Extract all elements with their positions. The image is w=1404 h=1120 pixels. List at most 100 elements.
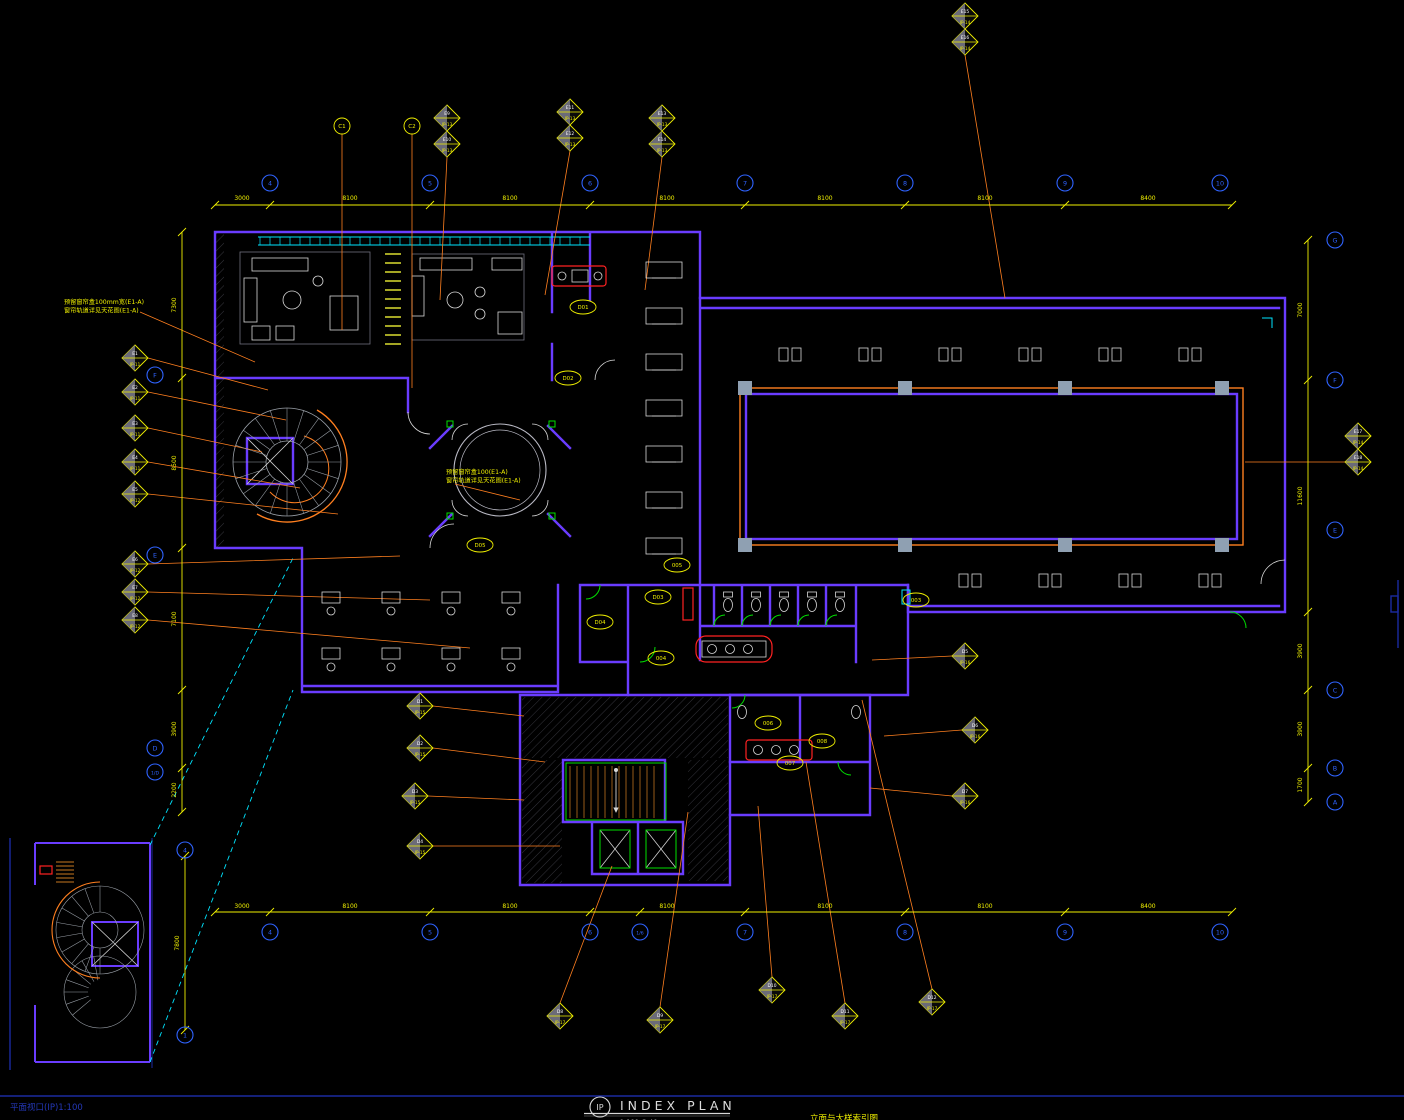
svg-text:D03: D03 — [652, 595, 663, 601]
elevator-car — [645, 829, 677, 869]
svg-text:008: 008 — [817, 739, 828, 745]
grid-bubble: 7 — [736, 174, 754, 192]
detail-oval-tag: 005 — [663, 557, 691, 573]
detail-oval-tag: 003 — [902, 592, 930, 608]
detail-oval-tag: D05 — [466, 537, 494, 553]
svg-text:8: 8 — [903, 928, 907, 936]
svg-text:IP-11: IP-11 — [130, 432, 141, 437]
svg-text:C2: C2 — [408, 124, 415, 130]
dim-text: 7300 — [171, 297, 178, 312]
green-layer — [446, 420, 1247, 869]
console-highlight — [551, 265, 607, 287]
grid-bubble: 4 — [176, 841, 194, 859]
walls-lobby-stubs — [428, 424, 572, 538]
dim-text: 7800 — [174, 935, 181, 950]
column — [898, 381, 912, 395]
svg-text:003: 003 — [911, 598, 921, 604]
detail-projection-lines — [149, 557, 294, 1063]
svg-text:E1: E1 — [132, 351, 138, 357]
svg-text:D12: D12 — [928, 995, 937, 1001]
grid-bubble: D — [146, 739, 164, 757]
grid-bubble: G — [1326, 231, 1344, 249]
walls-ballroom — [698, 296, 1287, 614]
dim-text: 8400 — [1140, 195, 1155, 202]
svg-text:IP-11: IP-11 — [130, 466, 141, 471]
svg-text:IP-15: IP-15 — [415, 710, 426, 715]
dim-text: 8100 — [659, 195, 674, 202]
svg-text:10: 10 — [1216, 179, 1224, 187]
detail-ref-text: IP — [596, 1103, 603, 1112]
dim-text: 8100 — [342, 903, 357, 910]
svg-text:D04: D04 — [594, 620, 606, 626]
svg-text:D8: D8 — [557, 1009, 563, 1015]
door-swings — [407, 359, 1286, 585]
inset-red-marker — [39, 865, 53, 875]
sheet-frame — [0, 580, 1404, 1097]
grid-bubble: 10 — [1211, 923, 1229, 941]
svg-text:IP-12: IP-12 — [130, 568, 141, 573]
dim-text: 11600 — [1297, 486, 1304, 505]
svg-text:IP-15: IP-15 — [415, 850, 426, 855]
svg-text:D02: D02 — [562, 376, 573, 382]
column — [898, 538, 912, 552]
svg-text:IP-15: IP-15 — [415, 752, 426, 757]
svg-text:IP-13: IP-13 — [442, 148, 453, 153]
cyan-layer — [149, 236, 1273, 1063]
dim-text: 2200 — [171, 782, 178, 797]
svg-text:E15: E15 — [961, 9, 970, 15]
ballroom-stage-outline — [739, 387, 1244, 546]
svg-text:E7: E7 — [132, 585, 138, 591]
svg-text:IP-15: IP-15 — [410, 800, 421, 805]
svg-text:IP-13: IP-13 — [565, 142, 576, 147]
dim-text: 8400 — [1140, 903, 1155, 910]
svg-text:006: 006 — [763, 721, 774, 727]
dim-text: 8500 — [171, 455, 178, 470]
svg-text:D: D — [153, 744, 158, 752]
dim-text: 8100 — [502, 903, 517, 910]
svg-text:D1: D1 — [417, 699, 423, 705]
grid-bubble: 1/D — [146, 763, 164, 781]
svg-text:IP-12: IP-12 — [130, 596, 141, 601]
grid-bubble: 10 — [1211, 174, 1229, 192]
detail-oval-tag: D02 — [554, 370, 582, 386]
column — [1058, 381, 1072, 395]
dim-text: 3000 — [234, 195, 249, 202]
stair-arrow — [613, 768, 619, 813]
detail-oval-tag: 008 — [808, 733, 836, 749]
svg-text:IP-17: IP-17 — [840, 1020, 851, 1025]
grid-bubble: 4 — [261, 174, 279, 192]
grid-bubble: 8 — [896, 174, 914, 192]
grid-bubble: 6 — [581, 923, 599, 941]
column — [1215, 381, 1229, 395]
basin-highlight — [695, 635, 773, 663]
svg-text:IP-14: IP-14 — [1353, 466, 1364, 471]
svg-text:IP-13: IP-13 — [565, 116, 576, 121]
grid-bubble: C — [1326, 681, 1344, 699]
svg-text:IP-16: IP-16 — [960, 800, 971, 805]
svg-text:IP-17: IP-17 — [655, 1024, 666, 1029]
svg-text:E14: E14 — [658, 137, 667, 143]
column — [1215, 538, 1229, 552]
detail-oval-tag: 004 — [647, 650, 675, 666]
green-door-swings — [585, 584, 1247, 776]
svg-text:004: 004 — [656, 656, 667, 662]
svg-text:IP-17: IP-17 — [927, 1006, 938, 1011]
svg-text:10: 10 — [1216, 928, 1224, 936]
svg-text:IP-16: IP-16 — [960, 660, 971, 665]
svg-text:D4: D4 — [417, 839, 423, 845]
svg-text:IP-14: IP-14 — [1353, 440, 1364, 445]
svg-text:G: G — [1333, 236, 1338, 244]
